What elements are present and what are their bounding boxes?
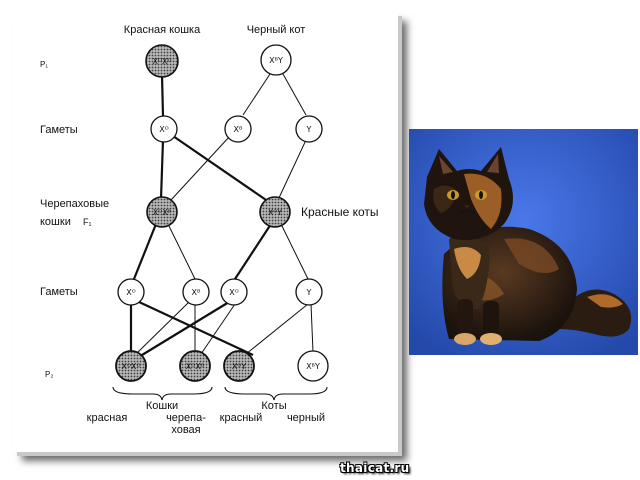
row-label-p2: Р₂ bbox=[45, 370, 53, 379]
site-watermark: thaicat.ru bbox=[340, 461, 410, 475]
node-gamete2-3-label: Xᴼ bbox=[229, 288, 238, 297]
group-label-males: Коты bbox=[261, 400, 286, 412]
node-p2-tortoiseshell-female-label: XᴼXᴮ bbox=[186, 362, 205, 371]
node-p2-red-female-label: XᴼXᴼ bbox=[122, 362, 141, 371]
node-p1-male-label: XᴮY bbox=[269, 56, 283, 65]
row-label-gametes-1: Гаметы bbox=[40, 124, 78, 136]
node-gamete1-female-label: Xᴼ bbox=[159, 125, 168, 134]
inheritance-diagram: Р₁ Гаметы Черепаховые кошки F₁ Гаметы Р₂… bbox=[40, 24, 379, 436]
title-red-female: Красная кошка bbox=[124, 24, 201, 36]
row-label-f1-line1: Черепаховые bbox=[40, 198, 109, 210]
row-label-gametes-2: Гаметы bbox=[40, 286, 78, 298]
node-gamete1-male-y: Y bbox=[295, 115, 323, 143]
offspring-label-tortoiseshell-line1: черепа- bbox=[166, 412, 206, 424]
node-p2-red-male: XᴼY bbox=[223, 350, 255, 382]
node-gamete1-female: Xᴼ bbox=[150, 115, 178, 143]
brace-females bbox=[112, 386, 213, 401]
node-p1-male: XᴮY bbox=[260, 44, 292, 76]
tortoiseshell-cat-photo bbox=[409, 129, 638, 355]
node-p2-black-male: XᴮY bbox=[297, 350, 329, 382]
node-p2-red-female: XᴼXᴼ bbox=[115, 350, 147, 382]
title-black-male: Черный кот bbox=[247, 24, 306, 36]
node-f1-female-label: XᴼXᴮ bbox=[153, 208, 172, 217]
label-red-males: Красные коты bbox=[301, 205, 379, 219]
node-p1-female-label: XᴼXᴼ bbox=[153, 57, 172, 66]
node-gamete1-male-x: Xᴮ bbox=[224, 115, 252, 143]
row-label-f1-mark: F₁ bbox=[83, 217, 92, 227]
offspring-label-red-female: красная bbox=[87, 412, 128, 424]
node-p2-black-male-label: XᴮY bbox=[306, 362, 320, 371]
node-p2-tortoiseshell-female: XᴼXᴮ bbox=[179, 350, 211, 382]
node-gamete1-male-x-label: Xᴮ bbox=[234, 125, 243, 134]
node-gamete2-4: Y bbox=[295, 278, 323, 306]
node-f1-female: XᴼXᴮ bbox=[146, 196, 178, 228]
brace-males bbox=[224, 386, 328, 401]
node-gamete2-4-label: Y bbox=[306, 288, 312, 297]
offspring-label-tortoiseshell-line2: ховая bbox=[171, 424, 200, 436]
offspring-label-red-male: красный bbox=[220, 412, 263, 424]
row-label-p1: Р₁ bbox=[40, 60, 48, 69]
node-p1-female: XᴼXᴼ bbox=[145, 44, 179, 78]
node-gamete2-2: Xᴮ bbox=[182, 278, 210, 306]
genetics-diagram-card: Р₁ Гаметы Черепаховые кошки F₁ Гаметы Р₂… bbox=[13, 12, 398, 452]
node-gamete2-1-label: Xᴼ bbox=[126, 288, 135, 297]
node-gamete1-male-y-label: Y bbox=[306, 125, 312, 134]
group-label-females: Кошки bbox=[146, 400, 178, 412]
node-f1-male: XᴼY bbox=[259, 196, 291, 228]
node-gamete2-2-label: Xᴮ bbox=[192, 288, 201, 297]
cat-illustration bbox=[409, 129, 638, 355]
node-p2-red-male-label: XᴼY bbox=[232, 362, 246, 371]
node-f1-male-label: XᴼY bbox=[268, 208, 282, 217]
row-label-f1-line2: кошки bbox=[40, 216, 71, 228]
offspring-label-black-male: черный bbox=[287, 412, 325, 424]
connector-lines bbox=[129, 73, 314, 356]
node-gamete2-1: Xᴼ bbox=[117, 278, 145, 306]
node-gamete2-3: Xᴼ bbox=[220, 278, 248, 306]
